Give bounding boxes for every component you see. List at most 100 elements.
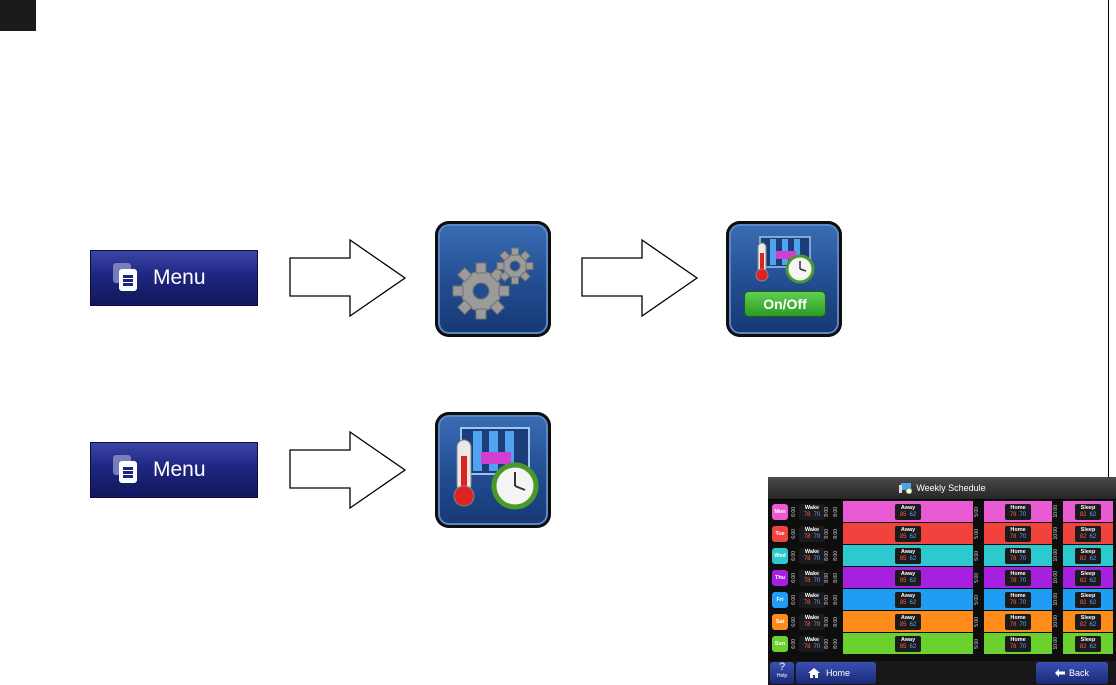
settings-app-icon[interactable] <box>435 221 551 337</box>
period-name: Sleep <box>1080 614 1096 621</box>
heat-setpoint: 78 <box>1009 511 1017 518</box>
home-button[interactable]: Home <box>796 662 876 684</box>
home-label: Home <box>826 668 851 678</box>
help-icon: ? <box>778 661 786 673</box>
cool-setpoint: 70 <box>1019 599 1027 606</box>
period-name: Home <box>1010 526 1026 533</box>
day-label[interactable]: Sun <box>772 635 788 652</box>
cool-setpoint: 70 <box>813 577 821 584</box>
cool-setpoint: 62 <box>1089 511 1097 518</box>
period-start-time: 5:00 <box>974 638 980 649</box>
day-label[interactable]: Thu <box>772 569 788 586</box>
onoff-button[interactable]: On/Off <box>744 291 826 317</box>
day-label[interactable]: Tue <box>772 525 788 542</box>
day-label[interactable]: Fri <box>772 591 788 608</box>
help-label: Help <box>776 673 788 679</box>
cool-setpoint: 62 <box>1089 599 1097 606</box>
divider-line <box>1108 0 1109 685</box>
period-name: Away <box>900 570 916 577</box>
back-button[interactable]: Back <box>1036 662 1108 684</box>
cool-setpoint: 62 <box>1089 577 1097 584</box>
period-start-time: 5:00 <box>974 594 980 605</box>
day-label[interactable]: Mon <box>772 503 788 520</box>
menu-button-1[interactable]: Menu <box>90 250 258 306</box>
day-label[interactable]: Wed <box>772 547 788 564</box>
period-name: Sleep <box>1080 592 1096 599</box>
period-name: Sleep <box>1080 548 1096 555</box>
help-button[interactable]: ? Help <box>770 662 794 684</box>
period-start-time: 10:00 <box>1053 505 1059 518</box>
day-label[interactable]: Sat <box>772 613 788 630</box>
heat-setpoint: 78 <box>803 511 811 518</box>
heat-setpoint: 82 <box>1079 533 1087 540</box>
heat-setpoint: 78 <box>803 599 811 606</box>
arrow-right-icon <box>581 238 699 318</box>
cool-setpoint: 70 <box>813 599 821 606</box>
cool-setpoint: 70 <box>813 533 821 540</box>
period-name: Home <box>1010 592 1026 599</box>
schedule-app-icon[interactable] <box>435 412 551 528</box>
corner-block <box>0 0 36 31</box>
cool-setpoint: 62 <box>909 577 917 584</box>
heat-setpoint: 78 <box>803 643 811 650</box>
cool-setpoint: 62 <box>909 643 917 650</box>
heat-setpoint: 85 <box>899 555 907 562</box>
schedule-onoff-app-icon[interactable]: On/Off <box>726 221 842 337</box>
menu-button-2[interactable]: Menu <box>90 442 258 498</box>
period-name: Wake <box>804 592 820 599</box>
heat-setpoint: 78 <box>1009 533 1017 540</box>
heat-setpoint: 78 <box>1009 599 1017 606</box>
arrow-right-icon <box>289 238 407 318</box>
cool-setpoint: 70 <box>813 511 821 518</box>
